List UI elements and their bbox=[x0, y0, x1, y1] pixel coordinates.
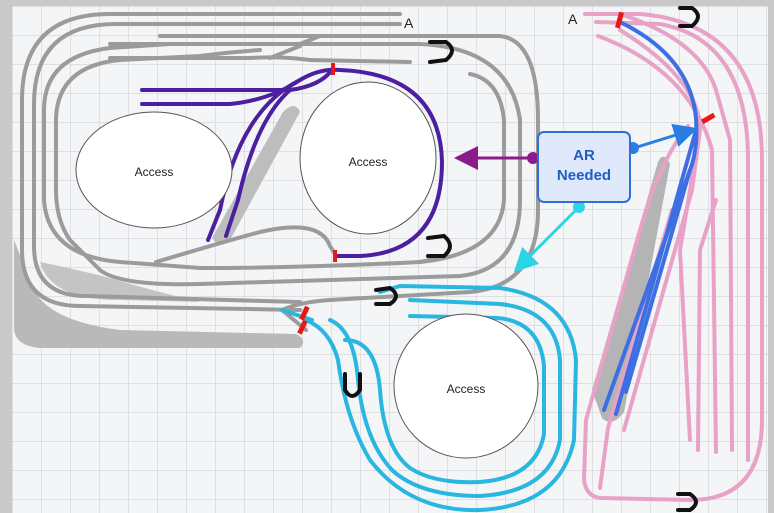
access-opening-bottom bbox=[393, 313, 539, 459]
arrow-to-blue-loop bbox=[633, 123, 698, 150]
insulated-gap-marker bbox=[299, 305, 310, 321]
access-label-bottom: Access bbox=[447, 382, 486, 396]
insulated-gap-marker bbox=[614, 11, 624, 29]
access-opening-center bbox=[299, 81, 437, 235]
staging-fill bbox=[592, 156, 670, 422]
arrow-anchor-purple bbox=[527, 152, 539, 164]
insulated-gap-marker bbox=[333, 250, 337, 262]
access-label-left: Access bbox=[135, 165, 174, 179]
insulated-gap-markers bbox=[297, 11, 716, 335]
reverse-loop-u-icon bbox=[676, 492, 698, 512]
access-opening-left bbox=[75, 111, 233, 229]
scenery-fill bbox=[40, 262, 200, 302]
cyan-loop-tracks bbox=[280, 283, 579, 513]
reverse-loop-u-icon bbox=[678, 6, 700, 28]
reverse-loop-u-icon bbox=[343, 372, 362, 398]
ar-needed-callout bbox=[537, 131, 631, 203]
access-label-center: Access bbox=[349, 155, 388, 169]
arrow-anchor-cyan bbox=[573, 201, 585, 213]
yard-fill-area bbox=[14, 240, 304, 348]
reverse-loop-u-icon bbox=[374, 285, 398, 306]
purple-reversing-tracks bbox=[140, 67, 445, 258]
callout-line-1: AR bbox=[573, 147, 595, 164]
reverse-loop-u-icon bbox=[428, 40, 454, 64]
insulated-gap-marker bbox=[331, 63, 335, 75]
insulated-gap-marker bbox=[700, 112, 716, 125]
insulated-gap-marker bbox=[297, 319, 308, 335]
reverse-loop-symbols bbox=[343, 6, 700, 512]
arrow-to-cyan-loop bbox=[513, 206, 580, 273]
reverse-loop-u-icon bbox=[426, 233, 452, 258]
blue-reversing-tracks bbox=[602, 20, 699, 416]
endpoint-label-a-left: A bbox=[404, 15, 414, 31]
endpoint-label-a-right: A bbox=[568, 11, 578, 27]
callout-line-2: Needed bbox=[557, 167, 611, 184]
